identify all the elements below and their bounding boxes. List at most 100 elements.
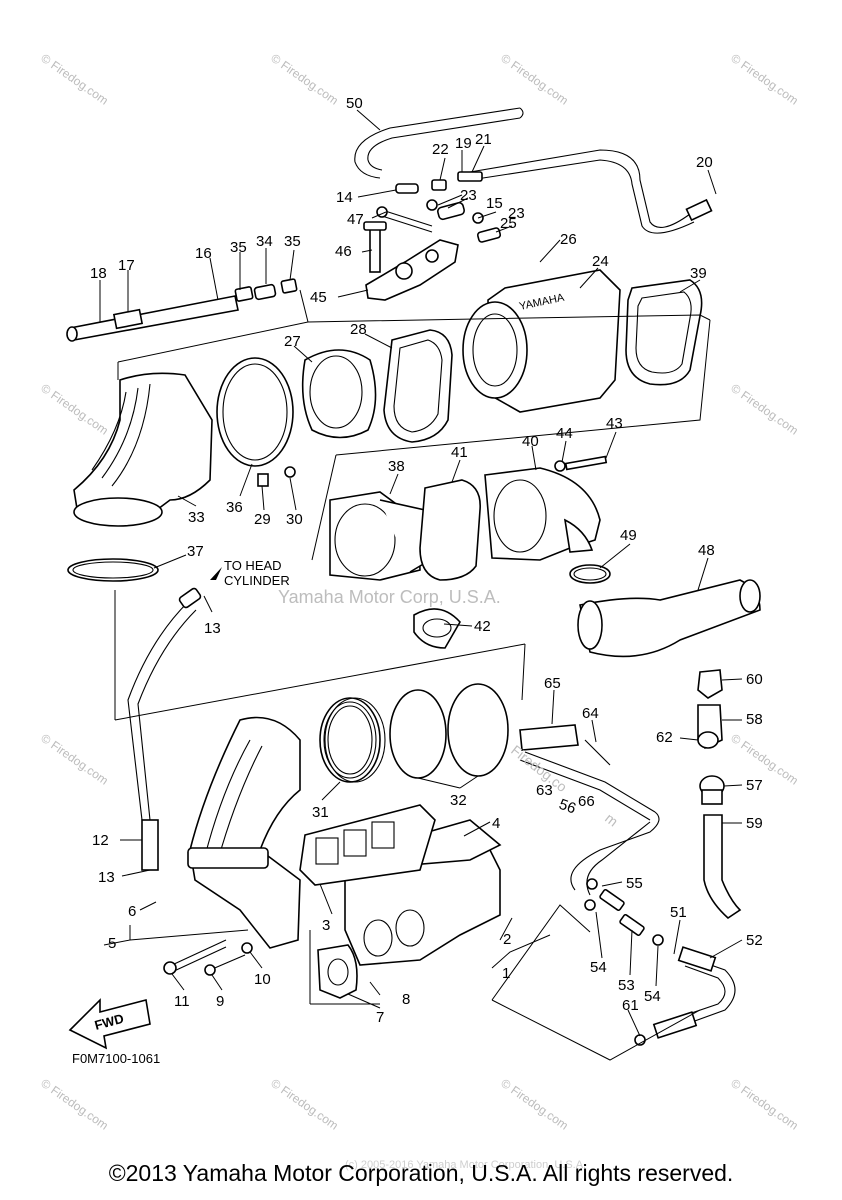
callout-label: 21 [475, 131, 492, 148]
arrow-icon [210, 567, 222, 580]
gasket-41 [419, 479, 481, 581]
clamp-49 [569, 564, 611, 584]
callout-label: 59 [746, 815, 763, 832]
washer-10 [241, 942, 253, 954]
callout-label: 1 [502, 965, 510, 982]
callout-label: 30 [286, 511, 303, 528]
part-code: F0M7100-1061 [72, 1051, 160, 1066]
callout-label: 34 [256, 233, 273, 250]
callout-label: 57 [746, 777, 763, 794]
callout-label: 16 [195, 245, 212, 262]
hose-48 [577, 579, 761, 658]
callout-label: 6 [128, 903, 136, 920]
callout-label: 60 [746, 671, 763, 688]
callout-label: 53 [618, 977, 635, 994]
callout-label: 5 [108, 935, 116, 952]
site-watermark: © Firedog.com [38, 1076, 111, 1133]
fwd-arrow-icon [68, 998, 151, 1050]
callout-label: 23 [508, 205, 525, 222]
bolt-43 [554, 455, 608, 472]
collar-27 [301, 349, 377, 439]
gasket-3 [299, 804, 436, 886]
callout-label: 54 [590, 959, 607, 976]
callout-label: 12 [92, 832, 109, 849]
site-watermark: © Firedog.com [268, 51, 341, 108]
elbow-5 [187, 716, 301, 949]
callout-label: 35 [230, 239, 247, 256]
callout-label: 28 [350, 321, 367, 338]
callout-label: 65 [544, 675, 561, 692]
to-head-label: TO HEAD [224, 558, 282, 573]
callout-label: 9 [216, 993, 224, 1010]
callout-label: 66 [578, 793, 595, 810]
pipe-16 [66, 278, 298, 342]
callout-label: 13 [204, 620, 221, 637]
cap-42 [413, 608, 461, 649]
clamp-65 [519, 724, 611, 766]
bolt-11 [163, 939, 227, 975]
callout-label: 35 [284, 233, 301, 250]
callout-label: 55 [626, 875, 643, 892]
gasket-28 [383, 329, 453, 443]
fitting-57 [699, 775, 725, 805]
fittings-top [395, 171, 502, 243]
site-watermark: © Firedog.com [728, 381, 801, 438]
callout-label: 15 [486, 195, 503, 212]
site-watermark: © Firedog.com [498, 51, 571, 108]
coupling-31 [319, 697, 386, 783]
group-brackets [103, 289, 711, 1061]
exhaust-chamber-24: YAMAHA [462, 269, 621, 413]
small-watermark: (c) 2005-2016 Yamaha Motor Corporation, … [345, 1159, 586, 1171]
callout-label: 18 [90, 265, 107, 282]
callout-label: 47 [347, 211, 364, 228]
cylinder-label: CYLINDER [224, 573, 290, 588]
callout-label: 46 [335, 243, 352, 260]
callout-label: 39 [690, 265, 707, 282]
callout-label: 29 [254, 511, 271, 528]
gasket-39 [625, 279, 703, 386]
exhaust-body-40 [484, 467, 601, 561]
callout-label: 50 [346, 95, 363, 112]
callout-label: 49 [620, 527, 637, 544]
hose-56 [519, 751, 660, 896]
callout-label: 61 [622, 997, 639, 1014]
fitting-58 [697, 704, 723, 749]
callout-label: 62 [656, 729, 673, 746]
site-watermark: © Firedog.com [728, 731, 801, 788]
bolt-9 [204, 954, 246, 976]
exhaust-body-38 [329, 491, 431, 581]
callout-label: 45 [310, 289, 327, 306]
callout-label: 2 [503, 931, 511, 948]
site-watermark: © Firedog.com [38, 381, 111, 438]
callout-label: 44 [556, 425, 573, 442]
site-watermark: © Firedog.com [38, 51, 111, 108]
ring-36 [216, 357, 294, 467]
pipe-12 [127, 587, 202, 871]
elbow-pipe-33 [73, 372, 213, 527]
gasket-7 [317, 944, 358, 999]
fitting-60 [697, 669, 723, 699]
callout-label: 63 [536, 782, 553, 799]
hose-50 [354, 107, 524, 179]
site-watermark: © Firedog.com [728, 51, 801, 108]
lead-lines [99, 109, 743, 1037]
callout-label: 42 [474, 618, 491, 635]
site-watermark: © Firedog.com [498, 1076, 571, 1133]
bolt-29 [257, 466, 296, 487]
callout-label: 32 [450, 792, 467, 809]
fittings-lower [584, 878, 664, 1046]
callout-label: 52 [746, 932, 763, 949]
callout-label: 7 [376, 1009, 384, 1026]
callout-label: 36 [226, 499, 243, 516]
copyright-footer: ©2013 Yamaha Motor Corporation, U.S.A. A… [108, 1160, 734, 1186]
callout-label: 56 [557, 796, 578, 818]
hose-20 [469, 149, 713, 234]
clamp-37 [67, 558, 159, 582]
callout-label: 40 [522, 433, 539, 450]
callout-label: 43 [606, 415, 623, 432]
callout-label: 22 [432, 141, 449, 158]
callout-label: 37 [187, 543, 204, 560]
bracket-45 [363, 206, 459, 301]
callout-label: 25 [500, 215, 517, 232]
